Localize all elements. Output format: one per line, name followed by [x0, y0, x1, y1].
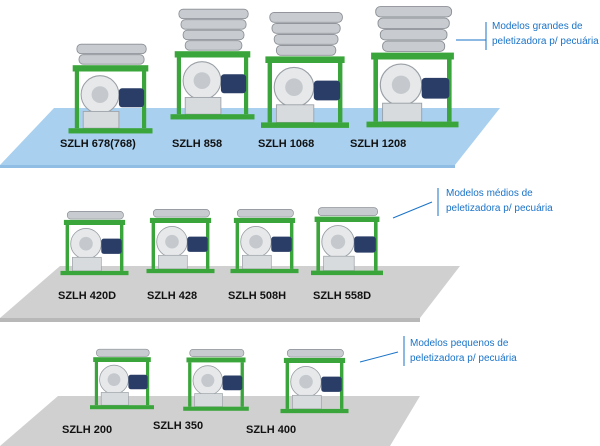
- medium-callout: Modelos médios de peletizadora p/ pecuár…: [446, 186, 553, 216]
- model-label: SZLH 558D: [313, 290, 372, 302]
- large-callout-line-1: Modelos grandes de: [492, 21, 583, 32]
- small-callout: Modelos pequenos de peletizadora p/ pecu…: [410, 336, 517, 366]
- model-label: SZLH 350: [153, 420, 204, 432]
- model-label: SZLH 1068: [258, 138, 315, 150]
- pellet-mill-machine-icon: [311, 207, 383, 276]
- model-label: SZLH 428: [147, 290, 198, 302]
- model-label: SZLH 858: [172, 138, 223, 150]
- model-label: SZLH 200: [62, 424, 113, 436]
- pellet-mill-machine-icon: [90, 348, 154, 410]
- pellet-mill-machine-icon: [261, 11, 349, 128]
- pellet-mill-machine-icon: [170, 8, 255, 120]
- pellet-mill-machine-icon: [366, 6, 459, 128]
- pellet-mill-machine-icon: [60, 211, 129, 276]
- pellet-mill-machine-icon: [230, 209, 299, 274]
- model-label: SZLH 420D: [58, 290, 117, 302]
- pellet-mill-machine-icon: [183, 348, 249, 411]
- large-callout-line-2: peletizadora p/ pecuária: [492, 36, 599, 47]
- large-callout: Modelos grandes de peletizadora p/ pecuá…: [492, 19, 599, 49]
- model-label: SZLH 678(768): [60, 138, 136, 150]
- small-callout-line-1: Modelos pequenos de: [410, 338, 509, 349]
- small-callout-line-2: peletizadora p/ pecuária: [410, 353, 517, 364]
- model-label: SZLH 400: [246, 424, 297, 436]
- medium-callout-line-2: peletizadora p/ pecuária: [446, 203, 553, 214]
- pellet-mill-machine-icon: [146, 209, 215, 274]
- pellet-mill-machine-icon: [68, 43, 153, 134]
- model-label: SZLH 1208: [350, 138, 407, 150]
- medium-callout-line-1: Modelos médios de: [446, 188, 533, 199]
- model-label: SZLH 508H: [228, 290, 287, 302]
- pellet-mill-machine-icon: [280, 349, 349, 414]
